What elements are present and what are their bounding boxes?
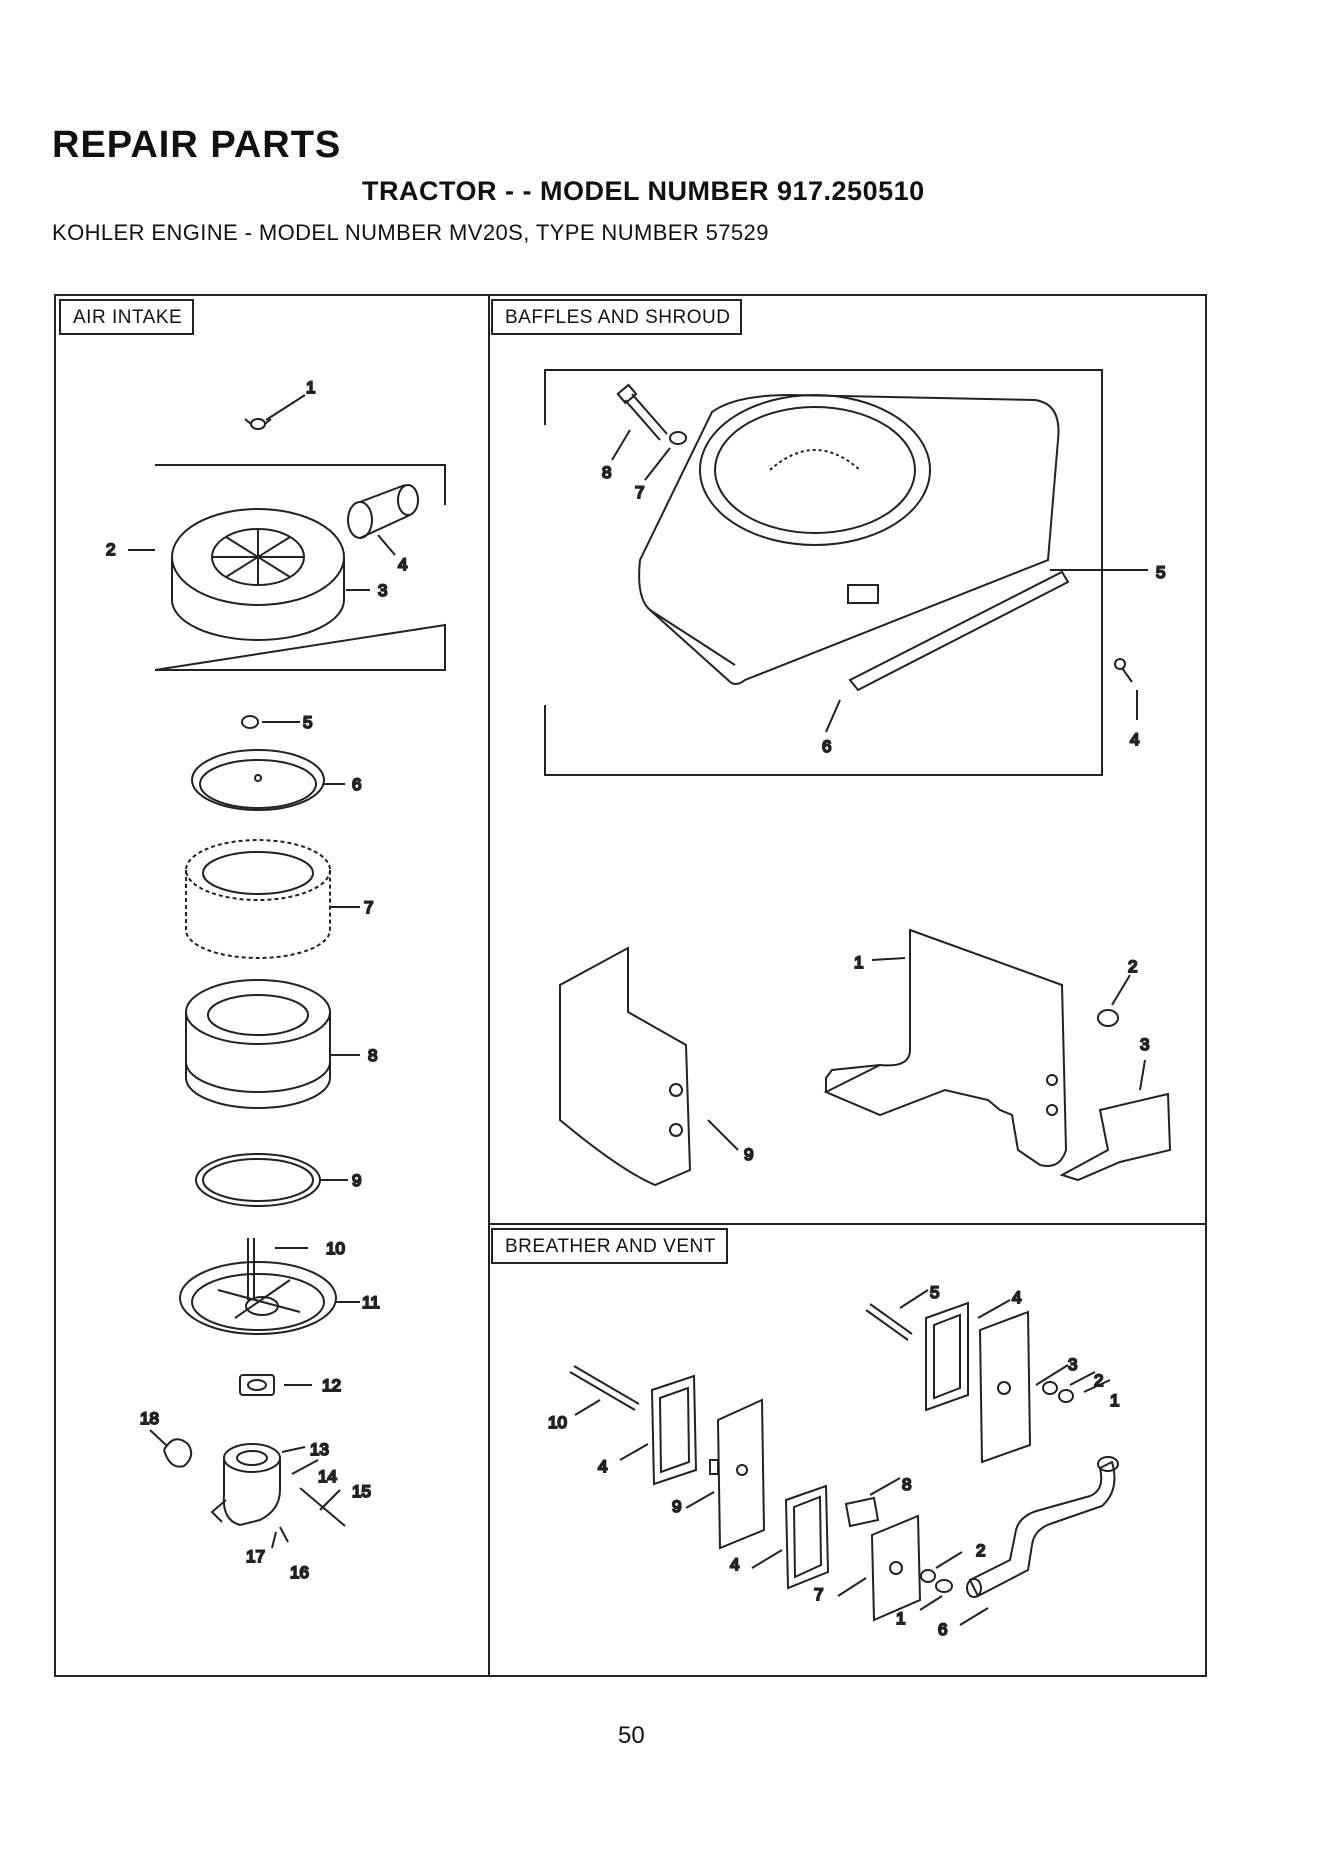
- callout: 8: [602, 463, 611, 482]
- breather-cover-icon: [978, 1300, 1030, 1462]
- callout: 14: [318, 1467, 337, 1486]
- section-label-breather-and-vent: BREATHER AND VENT: [491, 1228, 728, 1264]
- blower-housing-icon: [639, 395, 1148, 684]
- cover-plate-icon: [192, 750, 345, 810]
- callout: 1: [854, 953, 863, 972]
- callout: 13: [310, 1440, 329, 1459]
- gasket-icon: [926, 1303, 968, 1410]
- callout: 16: [290, 1563, 309, 1582]
- callout: 7: [814, 1585, 823, 1604]
- callout: 11: [362, 1293, 380, 1312]
- callout: 8: [368, 1046, 377, 1065]
- callout: 6: [938, 1620, 947, 1639]
- wing-nut-icon: [245, 395, 305, 429]
- tube-icon: [846, 1478, 900, 1526]
- callout: 4: [1130, 730, 1139, 749]
- stud-icon: [570, 1366, 639, 1415]
- vent-cover-icon: [838, 1516, 920, 1620]
- callout: 3: [378, 581, 387, 600]
- washer-nut-icon: [920, 1552, 962, 1610]
- callout: 12: [322, 1376, 341, 1395]
- breather-plate-icon: [686, 1400, 764, 1548]
- callout: 7: [635, 483, 644, 502]
- callout: 1: [306, 378, 315, 397]
- baffle-plate-icon: [1062, 1060, 1170, 1180]
- callout: 3: [1068, 1355, 1077, 1374]
- baffle-bracket-icon: [826, 572, 1068, 732]
- callout: 5: [1156, 563, 1165, 582]
- nut-icon: [242, 716, 300, 728]
- callout: 2: [1128, 957, 1137, 976]
- callout: 10: [548, 1413, 567, 1432]
- callout: 1: [1110, 1391, 1119, 1410]
- callout: 4: [398, 555, 407, 574]
- breather-vent-diagram: 5 4 3 2 1 10 4 9 8 4 2 7 1 6: [548, 1283, 1119, 1639]
- callout: 15: [352, 1482, 371, 1501]
- stud-icon: [866, 1290, 928, 1340]
- section-label-air-intake: AIR INTAKE: [59, 299, 194, 335]
- screw-icon: [1115, 659, 1137, 720]
- gasket-icon: [620, 1376, 696, 1484]
- callout: 6: [822, 737, 831, 756]
- callout: 3: [1140, 1035, 1149, 1054]
- callout: 2: [976, 1541, 985, 1560]
- bolt-icon: [612, 385, 686, 480]
- pre-cleaner-icon: [186, 840, 360, 958]
- callout: 2: [106, 540, 115, 559]
- callout: 10: [326, 1239, 345, 1258]
- air-filter-element-icon: [186, 980, 360, 1108]
- nut-icon: [1098, 975, 1130, 1026]
- callout: 6: [352, 775, 361, 794]
- callout: 9: [744, 1145, 753, 1164]
- callout: 4: [598, 1457, 607, 1476]
- inlet-tube-icon: [348, 485, 418, 555]
- callout: 7: [364, 898, 373, 917]
- callout: 5: [930, 1283, 939, 1302]
- baffles-shroud-diagram: 8 7 5 6 4 1 2 3 9: [545, 370, 1170, 1185]
- callout: 1: [896, 1609, 905, 1628]
- callout: 18: [140, 1409, 159, 1428]
- seal-ring-icon: [196, 1154, 348, 1206]
- callout: 4: [1012, 1288, 1021, 1307]
- callout: 9: [352, 1171, 361, 1190]
- side-baffle-left-icon: [560, 948, 738, 1185]
- callout: 2: [1094, 1371, 1103, 1390]
- air-cleaner-cover-icon: [128, 509, 370, 640]
- page-number: 50: [618, 1722, 645, 1750]
- callout: 9: [672, 1497, 681, 1516]
- callout: 8: [902, 1475, 911, 1494]
- section-label-baffles-and-shroud: BAFFLES AND SHROUD: [491, 299, 742, 335]
- callout: 17: [246, 1547, 265, 1566]
- gasket-icon: [240, 1375, 312, 1395]
- callout: 4: [730, 1555, 739, 1574]
- callout: 5: [303, 713, 312, 732]
- air-intake-diagram: 1 2 3 4 5 6 7 8 9 10 11 12 13 14 15 16 1…: [106, 378, 445, 1582]
